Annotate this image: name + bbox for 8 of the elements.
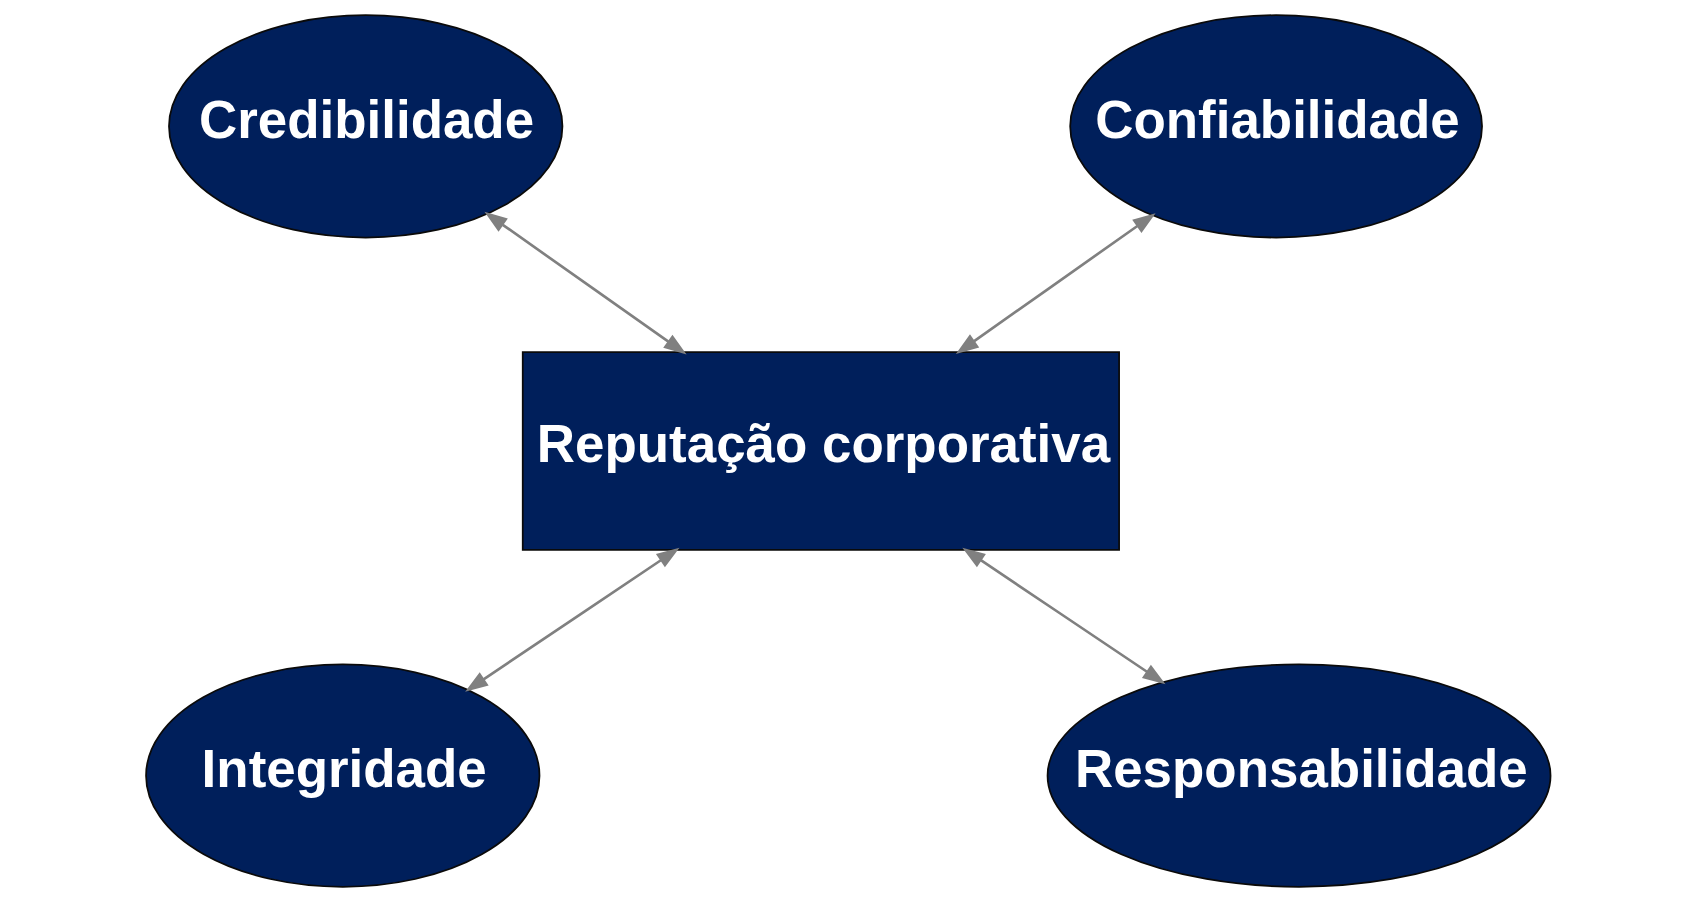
node-ellipse: Confiabilidade xyxy=(1069,14,1483,239)
arrow xyxy=(484,211,687,355)
arrow xyxy=(955,213,1156,355)
node-box: Reputação corporativa xyxy=(521,351,1120,551)
node-ellipse: Integridade xyxy=(145,663,541,888)
arrow xyxy=(962,547,1166,685)
node-ellipse: Credibilidade xyxy=(168,14,564,239)
arrow xyxy=(465,547,680,692)
